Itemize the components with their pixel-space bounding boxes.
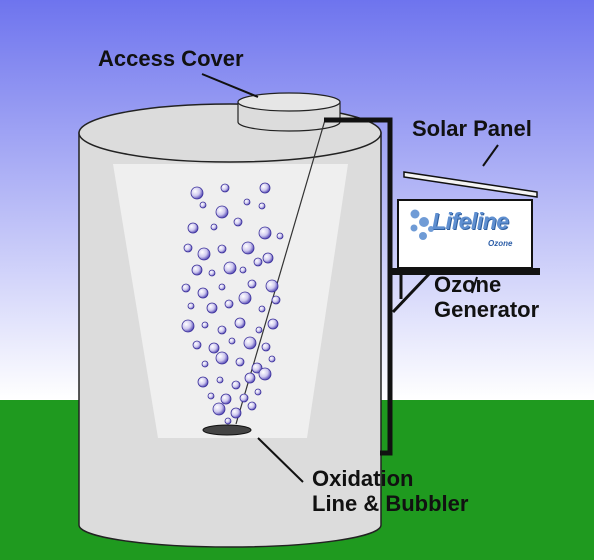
air-bubble [267,318,279,330]
logo-bubble [419,217,429,227]
air-bubble [247,401,257,411]
air-bubble [243,336,257,350]
solar-panel [403,171,538,198]
air-bubble [215,205,229,219]
air-bubble [259,182,271,194]
oxidation-line-label-line: Oxidation [312,466,414,491]
air-bubble [217,244,227,254]
air-bubble [276,232,284,240]
air-bubble [253,257,263,267]
air-bubble [230,407,242,419]
air-bubble [234,317,246,329]
air-bubble [218,283,226,291]
air-bubble [206,302,218,314]
air-bubble [223,261,237,275]
air-bubble [258,305,266,313]
air-bubble [254,388,262,396]
air-bubble [258,226,272,240]
air-bubble [190,186,204,200]
ozone-generator-label-line: Generator [434,296,540,322]
air-bubble [258,202,266,210]
generator-shelf [390,268,540,275]
air-bubble [215,351,229,365]
air-bubble [251,362,263,374]
air-bubble [208,269,216,277]
air-bubbles [181,182,284,425]
air-bubble [191,264,203,276]
air-bubble [183,243,193,253]
air-bubble [233,217,243,227]
air-bubble [220,393,232,405]
lifeline-logo-subtext: Ozone [488,239,513,248]
solar-panel-label: Solar Panel [412,116,532,141]
solar-panel-pointer [482,144,499,167]
air-bubble [192,340,202,350]
air-bubble [239,266,247,274]
oxidation-line-label: Oxidation Line & Bubbler [312,466,469,516]
air-bubble [265,279,279,293]
air-bubble [220,183,230,193]
air-bubble [187,302,195,310]
ozone-generator-label: Ozone Generator [434,272,540,322]
air-bubble [238,291,252,305]
air-bubble [187,222,199,234]
air-bubble [216,376,224,384]
air-bubble [181,283,191,293]
air-bubble [241,241,255,255]
air-bubble [228,337,236,345]
air-bubble [201,321,209,329]
air-bubble [258,367,272,381]
air-bubble [255,326,263,334]
oxidation-line-label-line: Line & Bubbler [312,490,469,516]
oxidation-pointer [257,437,304,483]
air-bubble [207,392,215,400]
air-bubble [271,295,281,305]
air-bubble [197,247,211,261]
lifeline-logo-text: Lifeline [432,208,509,234]
air-bubble [262,252,274,264]
logo-bubble [410,209,420,219]
air-bubble [181,319,195,333]
access-cover-label: Access Cover [98,46,244,71]
air-bubble [208,342,220,354]
air-bubble [201,360,209,368]
shelf-brace [391,271,432,314]
air-bubble [224,417,232,425]
air-bubble [224,299,234,309]
air-bubble [231,380,241,390]
air-bubble [197,287,209,299]
access-cover-pointer [201,73,259,98]
ozone-generator-pointer [471,276,478,294]
logo-bubble [410,224,418,232]
air-bubble [247,279,257,289]
air-bubble [268,355,276,363]
logo-bubble [419,232,427,240]
air-bubble [243,198,251,206]
ozone-generator-label-line: Ozone [434,272,502,297]
air-bubble [235,357,245,367]
air-bubble [212,402,226,416]
ozone-pipe [324,117,393,456]
air-bubble [197,376,209,388]
access-cover-top [237,92,341,112]
air-bubble [217,325,227,335]
air-bubble [244,372,256,384]
air-bubble [199,201,207,209]
air-bubble [210,223,218,231]
bubbler-disc [202,424,252,436]
air-bubble [239,393,249,403]
logo-bubble [428,226,434,232]
air-bubble [261,342,271,352]
